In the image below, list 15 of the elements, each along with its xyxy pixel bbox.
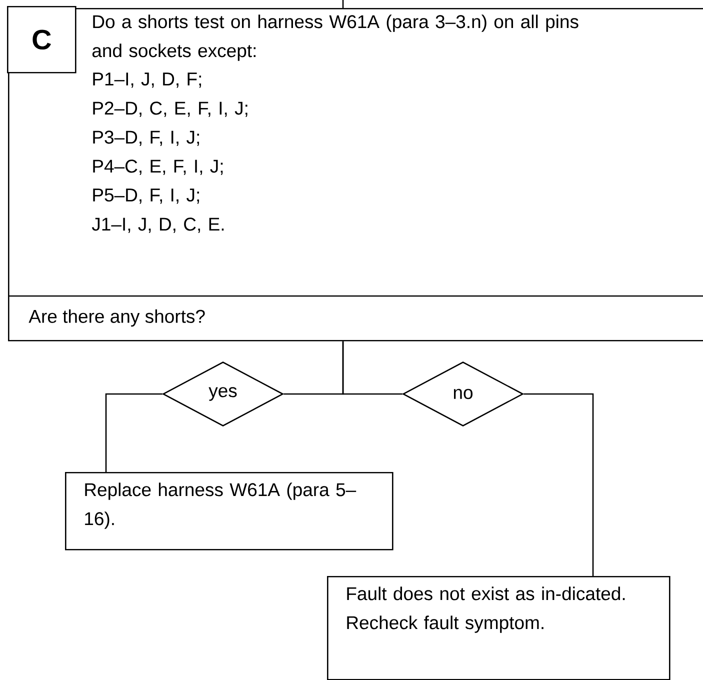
step-text: P2–D, C, E, F, I, J; — [93, 102, 248, 117]
action-box: Fault does not exist as in-dicated. Recheck fault symptom. — [327, 576, 670, 680]
step-text: P3–D, F, I, J; — [93, 130, 199, 146]
connector-line — [342, 0, 344, 8]
question-text: Are there any shorts? — [28, 309, 205, 327]
step-text: Do a shorts test on harness W61A (para 3–3.n) on all pins and sockets except: — [92, 14, 578, 61]
action-box: Replace harness W61A (para 5–16). — [65, 472, 394, 550]
connector-line — [105, 393, 162, 472]
connector-line — [524, 393, 594, 576]
step-text: J1–I, J, D, C, E. — [92, 218, 224, 233]
step-text: P4–C, E, F, I, J; — [93, 160, 223, 175]
step-text: P5–D, F, I, J; — [93, 188, 199, 204]
step-letter-box: C — [7, 6, 76, 74]
connector-line — [342, 341, 402, 395]
step-text: P1–I, J, D, F; — [93, 72, 201, 88]
